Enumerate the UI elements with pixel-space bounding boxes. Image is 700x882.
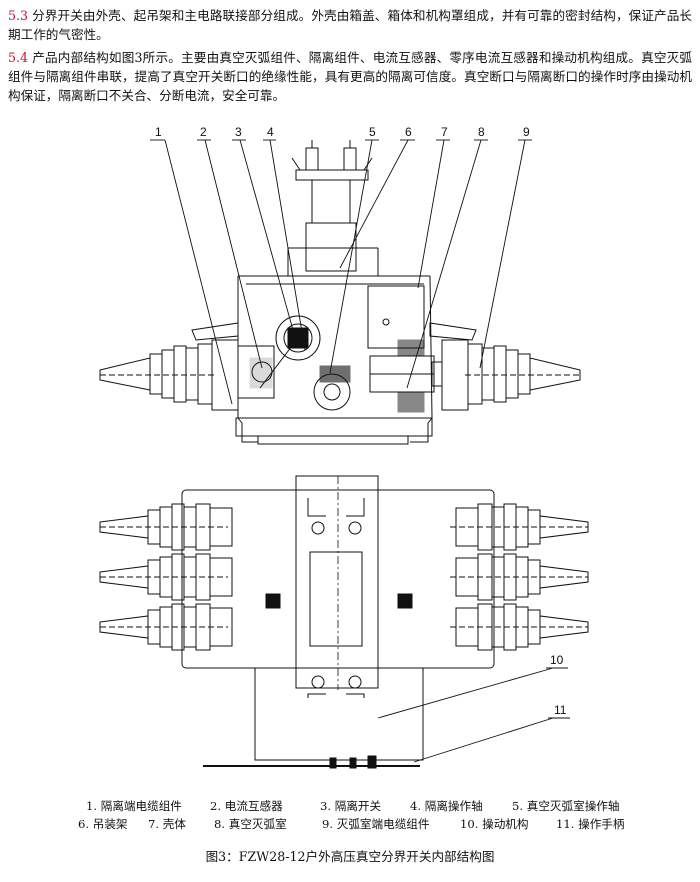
legend-item-1: 1. 隔离端电缆组件 (86, 799, 182, 813)
side-view (99, 140, 581, 445)
legend-item-8: 8. 真空灭弧室 (214, 817, 287, 831)
top-view-hooks (307, 498, 365, 698)
callout-labels: 1 2 3 4 5 6 7 8 9 10 11 (155, 125, 567, 717)
left-bushing (99, 339, 239, 411)
section-text: 分界开关由外壳、起吊架和主电路联接部分组成。外壳由箱盖、箱体和机构罩组成，并有可… (8, 8, 692, 42)
callout-10: 10 (550, 653, 564, 667)
callout-8: 8 (478, 125, 485, 139)
top-view-left-bushings (99, 503, 281, 651)
callout-2: 2 (200, 125, 207, 139)
section-number: 5.3 (8, 8, 29, 23)
section-text: 产品内部结构如图3所示。主要由真空灭弧组件、隔离组件、电流互感器、零序电流互感器… (8, 50, 692, 103)
callout-11: 11 (554, 703, 567, 717)
legend-item-5: 5. 真空灭弧室操作轴 (512, 799, 620, 813)
callout-3: 3 (235, 125, 242, 139)
callout-5: 5 (369, 125, 376, 139)
structure-diagram: 1 2 3 4 5 6 7 8 9 10 11 (99, 125, 589, 769)
callout-1: 1 (155, 125, 162, 139)
legend-item-6: 6. 吊装架 (78, 817, 128, 831)
callout-9: 9 (523, 125, 530, 139)
legend-item-7: 7. 壳体 (148, 817, 186, 831)
legend-row-1: 1. 隔离端电缆组件 2. 电流互感器 3. 隔离开关 4. 隔离操作轴 5. … (0, 798, 700, 816)
parts-legend: 1. 隔离端电缆组件 2. 电流互感器 3. 隔离开关 4. 隔离操作轴 5. … (0, 798, 700, 834)
legend-item-11: 11. 操作手柄 (556, 817, 625, 831)
top-view (99, 475, 589, 769)
section-5-3: 5.3 分界开关由外壳、起吊架和主电路联接部分组成。外壳由箱盖、箱体和机构罩组成… (8, 6, 692, 44)
legend-item-2: 2. 电流互感器 (210, 799, 283, 813)
legend-item-9: 9. 灭弧室端电缆组件 (322, 817, 430, 831)
legend-item-4: 4. 隔离操作轴 (410, 799, 483, 813)
callout-4: 4 (267, 125, 274, 139)
figure-caption: 图3：FZW28-12户外高压真空分界开关内部结构图 (205, 849, 495, 864)
section-number: 5.4 (8, 50, 29, 65)
legend-item-10: 10. 操动机构 (460, 817, 529, 831)
legend-row-2: 6. 吊装架 7. 壳体 8. 真空灭弧室 9. 灭弧室端电缆组件 10. 操动… (0, 816, 700, 834)
leader-lines (150, 139, 570, 763)
callout-6: 6 (405, 125, 412, 139)
section-5-4: 5.4 产品内部结构如图3所示。主要由真空灭弧组件、隔离组件、电流互感器、零序电… (8, 48, 692, 105)
legend-item-3: 3. 隔离开关 (320, 799, 382, 813)
top-view-right-bushings (397, 503, 589, 651)
right-bushing (441, 339, 581, 411)
callout-7: 7 (441, 125, 448, 139)
